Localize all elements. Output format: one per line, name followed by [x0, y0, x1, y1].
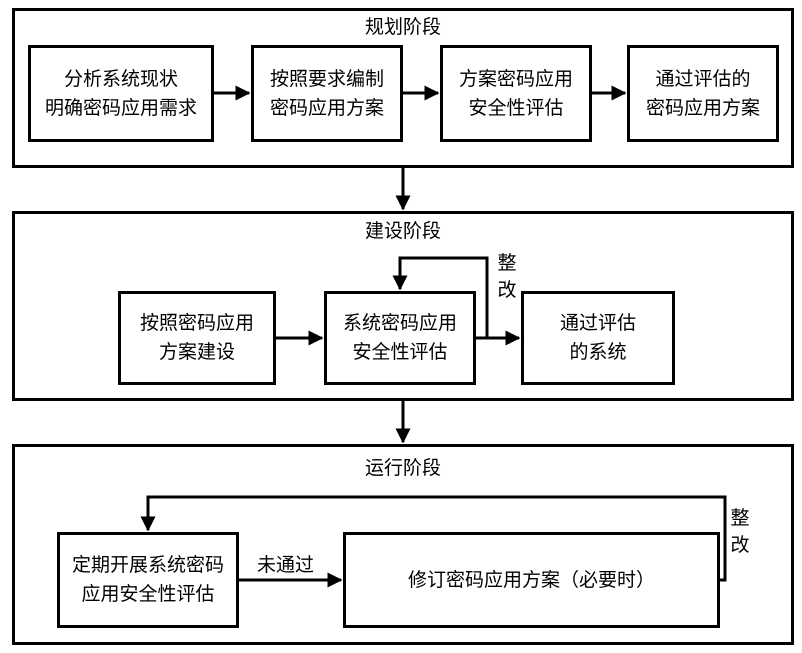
- step-text: 按照密码应用: [139, 312, 254, 334]
- step-text: 明确密码应用需求: [44, 96, 197, 119]
- construction-phase-title: 建设阶段: [364, 220, 441, 242]
- operation-rectify-label: 整 改: [729, 505, 751, 559]
- construction-rectify-label: 整 改: [496, 250, 518, 304]
- step-text: 密码应用方案: [269, 96, 384, 119]
- step-text: 方案建设: [158, 341, 235, 363]
- planning-step-plan-assessment: 方案密码应用 安全性评估: [440, 45, 592, 142]
- step-text: 系统密码应用: [342, 312, 457, 334]
- step-text: 修订密码应用方案（必要时）: [407, 568, 655, 591]
- step-text: 安全性评估: [352, 341, 448, 363]
- step-text: 密码应用方案: [645, 96, 760, 119]
- step-text: 通过评估的: [655, 67, 751, 90]
- label-char: 改: [497, 279, 517, 301]
- step-text: 应用安全性评估: [81, 583, 215, 605]
- construction-step-build: 按照密码应用 方案建设: [118, 291, 276, 385]
- step-text: 分析系统现状: [63, 67, 178, 90]
- step-text: 通过评估: [559, 312, 636, 334]
- step-text: 的系统: [569, 341, 627, 363]
- operation-fail-label: 未通过: [257, 554, 315, 576]
- construction-step-system-assessment: 系统密码应用 安全性评估: [324, 291, 476, 385]
- step-text: 方案密码应用: [458, 67, 573, 90]
- planning-step-analyze: 分析系统现状 明确密码应用需求: [28, 45, 214, 142]
- planning-step-approved-plan: 通过评估的 密码应用方案: [627, 45, 779, 142]
- label-char: 整: [730, 507, 750, 529]
- planning-step-compile-plan: 按照要求编制 密码应用方案: [251, 45, 403, 142]
- operation-phase-title: 运行阶段: [364, 457, 441, 479]
- operation-step-periodic-assessment: 定期开展系统密码 应用安全性评估: [57, 532, 239, 628]
- step-text: 按照要求编制: [269, 67, 384, 90]
- label-char: 整: [497, 252, 517, 274]
- planning-phase-title: 规划阶段: [364, 16, 441, 38]
- step-text: 安全性评估: [468, 96, 564, 119]
- step-text: 定期开展系统密码: [71, 554, 224, 576]
- label-char: 改: [730, 534, 750, 556]
- operation-step-revise-plan: 修订密码应用方案（必要时）: [343, 532, 720, 628]
- construction-step-approved-system: 通过评估 的系统: [521, 291, 675, 385]
